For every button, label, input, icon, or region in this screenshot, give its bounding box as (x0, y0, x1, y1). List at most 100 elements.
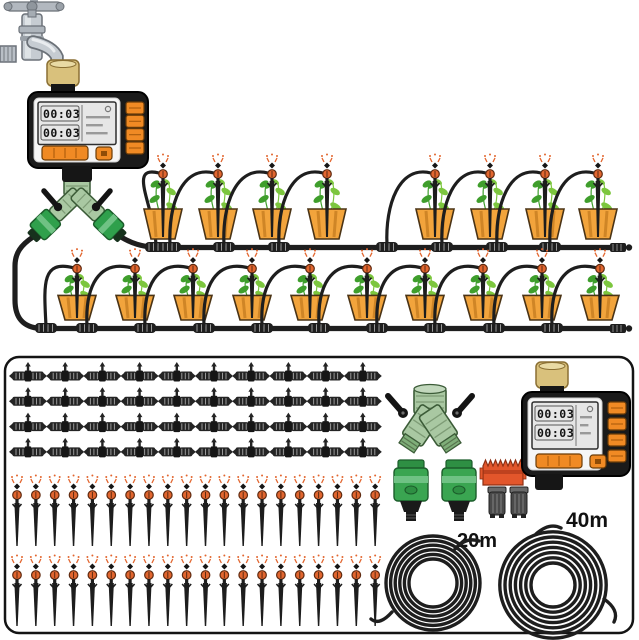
drip-stake (237, 474, 250, 546)
timer-display: 00:03 (43, 126, 80, 140)
potted-plant (539, 153, 619, 252)
drip-stake (215, 181, 221, 237)
tube-coupling (251, 323, 273, 333)
drip-stake (180, 554, 193, 626)
tube-coupling (486, 242, 508, 252)
barbed-tee-connector (195, 362, 233, 382)
feeder-tube (143, 264, 191, 328)
barbed-tee-connector (269, 437, 308, 458)
barbed-tee-connector (46, 362, 85, 382)
drip-stake (160, 181, 166, 237)
drip-stake (105, 554, 118, 626)
drip-stake (350, 554, 363, 626)
drip-stake (199, 474, 212, 546)
barbed-tee-connector (343, 362, 382, 382)
barbed-tee-connector (157, 437, 196, 458)
barbed-tee-connector (195, 437, 233, 458)
feeder-tube (375, 264, 423, 328)
drip-stake (86, 474, 99, 546)
barbed-tee-connector (343, 387, 382, 407)
drip-stake (597, 275, 603, 318)
barbed-tee-connector (157, 362, 196, 382)
drip-stake (350, 474, 363, 546)
barbed-tee-connector (232, 387, 271, 407)
drip-stake (74, 275, 80, 318)
potted-plant (141, 153, 184, 252)
potted-plant (541, 248, 621, 333)
barbed-tee-connector (9, 412, 47, 433)
drip-stake (369, 474, 382, 546)
inline-water-timer: 00:03 00:03 (27, 59, 149, 182)
potted-plant (268, 153, 348, 252)
timer-display: 00:03 (537, 426, 574, 440)
drip-stake (124, 554, 137, 626)
barbed-fitting (509, 486, 529, 518)
quick-connector (441, 459, 477, 521)
tee-connector-grid (9, 362, 382, 458)
tube-coupling (366, 323, 388, 333)
drip-stake (249, 275, 255, 318)
drip-stake-rows (11, 474, 382, 626)
tube-coupling (483, 323, 505, 333)
drip-stake (29, 554, 42, 626)
feeder-tube (277, 170, 325, 247)
drip-stake (124, 474, 137, 546)
drip-stake (11, 554, 23, 626)
hose-end-plug (610, 243, 633, 252)
drip-stake (86, 554, 99, 626)
main-hose-bottom (12, 234, 615, 332)
barbed-tee-connector (269, 362, 308, 382)
barbed-tee-connector (120, 387, 159, 407)
feeder-tube (550, 264, 598, 328)
barbed-tee-connector (9, 362, 47, 382)
barbed-tee-connector (83, 412, 122, 433)
drip-stake (312, 554, 325, 626)
hose-coil-20m: 20m (384, 530, 497, 632)
feeder-tube (85, 264, 133, 328)
drip-stake (180, 474, 193, 546)
drip-stake (539, 275, 545, 318)
drip-stake (237, 554, 250, 626)
drip-stake (29, 474, 42, 546)
drip-stake (364, 275, 370, 318)
drip-stake (293, 554, 306, 626)
barbed-tee-connector (195, 387, 233, 407)
drip-stake (432, 181, 438, 237)
drip-stake (595, 181, 601, 237)
drip-stake (161, 554, 174, 626)
drip-stake (542, 181, 548, 237)
drip-stake (132, 275, 138, 318)
barbed-tee-connector (306, 412, 345, 433)
drip-stake (142, 474, 155, 546)
drip-stake (422, 275, 428, 318)
drip-stake (48, 474, 61, 546)
drip-stake (269, 181, 275, 237)
barbed-tee-connector (83, 362, 122, 382)
potted-plant (308, 248, 388, 333)
barbed-tee-connector (269, 387, 308, 407)
barbed-tee-connector (343, 412, 382, 433)
barbed-tee-connector (195, 412, 233, 433)
drip-stake (312, 474, 325, 546)
potted-plant (486, 153, 566, 252)
feeder-tube (492, 264, 540, 328)
feeder-tube (440, 170, 488, 247)
drip-stake (274, 474, 287, 546)
tube-coupling (431, 242, 453, 252)
feeder-tube (260, 264, 308, 328)
timer-display: 00:03 (43, 107, 80, 121)
drip-stake (331, 554, 344, 626)
barbed-tee-connector (306, 387, 345, 407)
barbed-tee-connector (232, 412, 271, 433)
timer-display: 00:03 (537, 407, 574, 421)
tube-coupling (308, 323, 330, 333)
drip-stake (331, 474, 344, 546)
lcd-screen (531, 401, 599, 450)
feeder-tube (548, 170, 596, 247)
feeder-tube (433, 264, 481, 328)
hose-end-plug (610, 324, 633, 333)
faucet-icon (0, 0, 65, 70)
feeder-tube (317, 264, 365, 328)
